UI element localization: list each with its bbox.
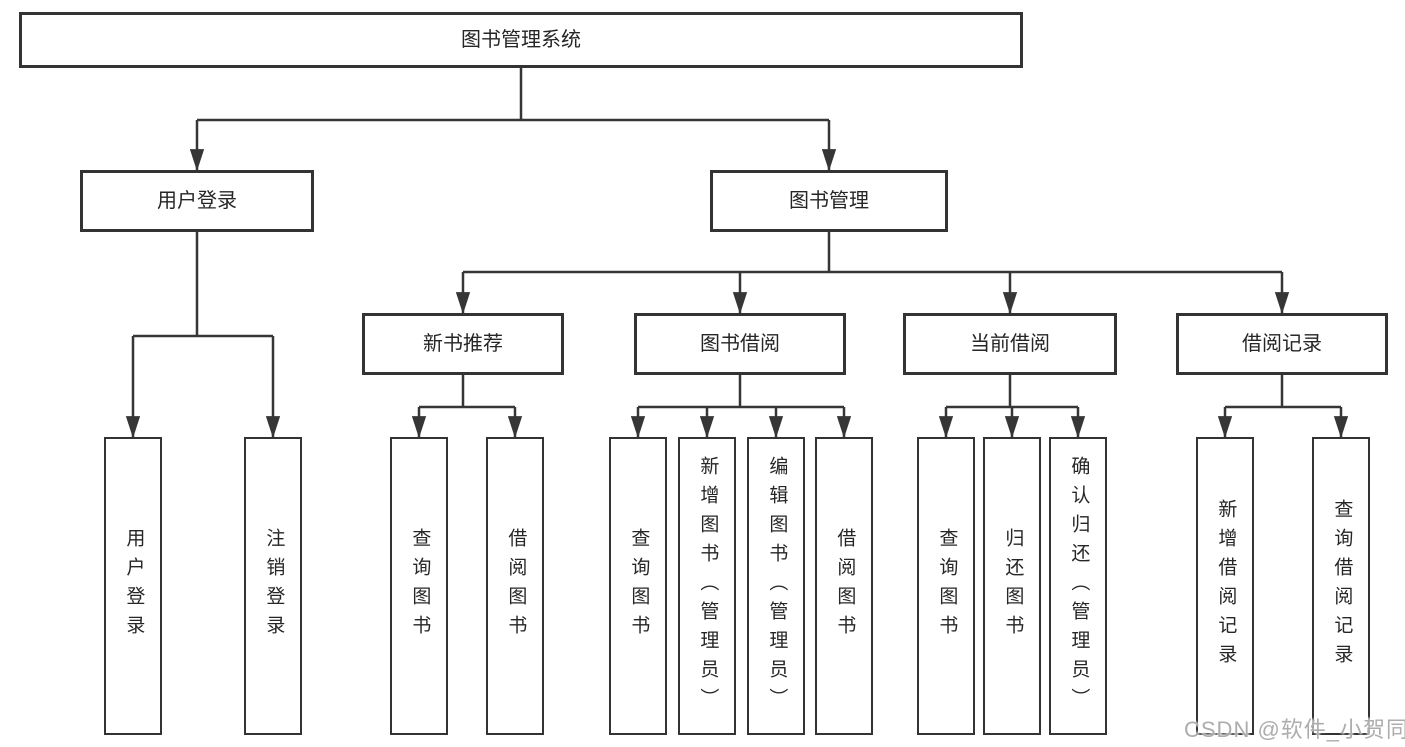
node-borrow-records: 借阅记录	[1176, 313, 1388, 375]
node-new-book-recommend-label: 新书推荐	[423, 333, 503, 355]
leaf-bb-query-books: 查询图书	[609, 437, 667, 735]
csdn-watermark: CSDN @软件_小贺同学	[1184, 717, 1405, 742]
leaf-user-login: 用户登录	[104, 437, 162, 735]
leaf-cb-confirm-return-admin: 确认归还（管理员）	[1049, 437, 1107, 735]
leaf-br-query-record-label: 查询借阅记录	[1331, 499, 1353, 673]
leaf-nbr-borrow-books: 借阅图书	[486, 437, 544, 735]
leaf-user-login-label: 用户登录	[123, 528, 145, 644]
leaf-cb-query-books: 查询图书	[917, 437, 975, 735]
leaf-bb-edit-books-admin: 编辑图书（管理员）	[747, 437, 805, 735]
leaf-bb-edit-books-admin-label: 编辑图书（管理员）	[766, 455, 788, 717]
leaf-cb-return-books-label: 归还图书	[1002, 528, 1024, 644]
node-book-management-label: 图书管理	[789, 190, 869, 212]
node-book-borrow: 图书借阅	[634, 313, 846, 375]
leaf-bb-borrow-books: 借阅图书	[815, 437, 873, 735]
leaf-bb-add-books-admin: 新增图书（管理员）	[678, 437, 736, 735]
leaf-bb-add-books-admin-label: 新增图书（管理员）	[697, 455, 719, 717]
leaf-cb-query-books-label: 查询图书	[936, 528, 958, 644]
leaf-br-add-record: 新增借阅记录	[1196, 437, 1254, 735]
node-user-login: 用户登录	[80, 170, 314, 232]
leaf-nbr-query-books-label: 查询图书	[409, 528, 431, 644]
leaf-nbr-borrow-books-label: 借阅图书	[505, 528, 527, 644]
node-root-label: 图书管理系统	[461, 29, 581, 51]
node-current-borrow-label: 当前借阅	[970, 333, 1050, 355]
leaf-nbr-query-books: 查询图书	[390, 437, 448, 735]
node-new-book-recommend: 新书推荐	[362, 313, 564, 375]
node-user-login-label: 用户登录	[157, 190, 237, 212]
leaf-br-query-record: 查询借阅记录	[1312, 437, 1370, 735]
node-book-borrow-label: 图书借阅	[700, 333, 780, 355]
node-borrow-records-label: 借阅记录	[1242, 333, 1322, 355]
leaf-logout: 注销登录	[244, 437, 302, 735]
leaf-bb-query-books-label: 查询图书	[628, 528, 650, 644]
leaf-logout-label: 注销登录	[263, 528, 285, 644]
connector-skeleton	[133, 68, 1341, 409]
node-current-borrow: 当前借阅	[903, 313, 1117, 375]
leaf-bb-borrow-books-label: 借阅图书	[834, 528, 856, 644]
leaf-cb-return-books: 归还图书	[983, 437, 1041, 735]
node-root: 图书管理系统	[19, 12, 1023, 68]
leaf-br-add-record-label: 新增借阅记录	[1215, 499, 1237, 673]
leaf-cb-confirm-return-admin-label: 确认归还（管理员）	[1068, 455, 1090, 717]
node-book-management: 图书管理	[710, 170, 948, 232]
